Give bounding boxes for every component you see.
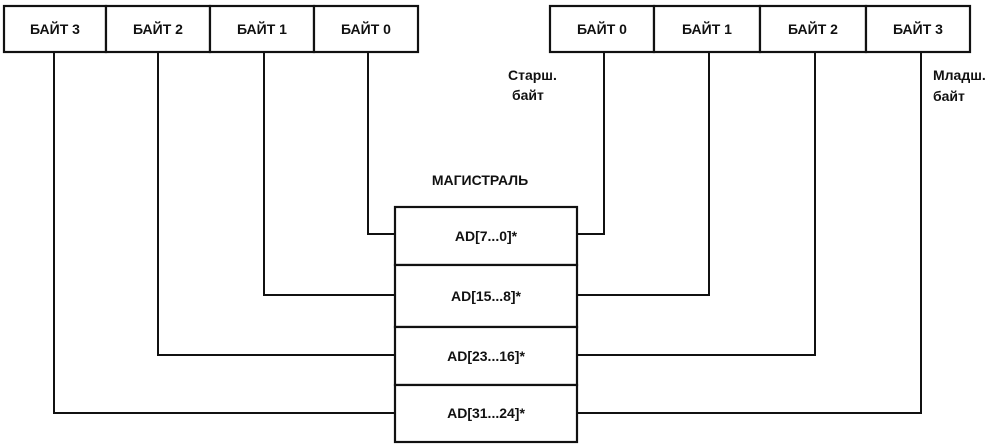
right-connections	[577, 52, 922, 414]
right-byte-3-label: БАЙТ 3	[893, 20, 943, 37]
lsb-note-line-2: байт	[933, 88, 965, 104]
right-byte-1: БАЙТ 1	[652, 4, 762, 54]
bus-line-ad-7-0-label: AD[7...0]*	[455, 228, 518, 244]
left-byte-0-label: БАЙТ 0	[341, 20, 391, 37]
bus-line-ad-15-8-label: AD[15...8]*	[451, 288, 522, 304]
wire-right-byte-3	[577, 52, 922, 414]
right-register: БАЙТ 0 БАЙТ 1 БАЙТ 2 БАЙТ 3	[548, 4, 972, 54]
bus-line-ad-7-0: AD[7...0]*	[393, 205, 579, 267]
msb-note-line-2: байт	[512, 87, 544, 103]
bus-line-ad-23-16: AD[23...16]*	[393, 325, 579, 387]
left-byte-1-label: БАЙТ 1	[237, 20, 287, 37]
msb-note: Старш. байт	[508, 67, 557, 103]
left-register: БАЙТ 3 БАЙТ 2 БАЙТ 1 БАЙТ 0	[2, 4, 420, 54]
right-byte-3: БАЙТ 3	[864, 4, 972, 54]
bus-line-ad-31-24-label: AD[31...24]*	[447, 405, 525, 421]
left-byte-3-label: БАЙТ 3	[30, 20, 80, 37]
left-connections	[53, 52, 395, 414]
left-byte-1: БАЙТ 1	[208, 4, 316, 54]
left-byte-2: БАЙТ 2	[104, 4, 212, 54]
right-byte-0-label: БАЙТ 0	[577, 20, 627, 37]
left-byte-0: БАЙТ 0	[312, 4, 420, 54]
wire-right-byte-2	[577, 52, 816, 356]
bus-line-ad-23-16-label: AD[23...16]*	[447, 348, 525, 364]
wire-left-byte-2	[157, 52, 395, 356]
bus-column: AD[7...0]* AD[15...8]* AD[23...16]* AD[3…	[393, 205, 579, 444]
msb-note-line-1: Старш.	[508, 67, 557, 83]
right-byte-2: БАЙТ 2	[758, 4, 868, 54]
right-byte-2-label: БАЙТ 2	[788, 20, 838, 37]
wire-left-byte-1	[263, 52, 395, 296]
left-byte-2-label: БАЙТ 2	[133, 20, 183, 37]
wire-left-byte-0	[367, 52, 395, 235]
left-byte-3: БАЙТ 3	[2, 4, 108, 54]
right-byte-0: БАЙТ 0	[548, 4, 656, 54]
bus-title: МАГИСТРАЛЬ	[432, 172, 528, 188]
wire-right-byte-1	[577, 52, 710, 296]
lsb-note-line-1: Младш.	[933, 67, 986, 83]
lsb-note: Младш. байт	[933, 67, 986, 104]
wire-left-byte-3	[53, 52, 395, 414]
right-byte-1-label: БАЙТ 1	[682, 20, 732, 37]
bus-line-ad-31-24: AD[31...24]*	[393, 383, 579, 444]
wire-right-byte-0	[577, 52, 605, 235]
bus-line-ad-15-8: AD[15...8]*	[393, 263, 579, 329]
